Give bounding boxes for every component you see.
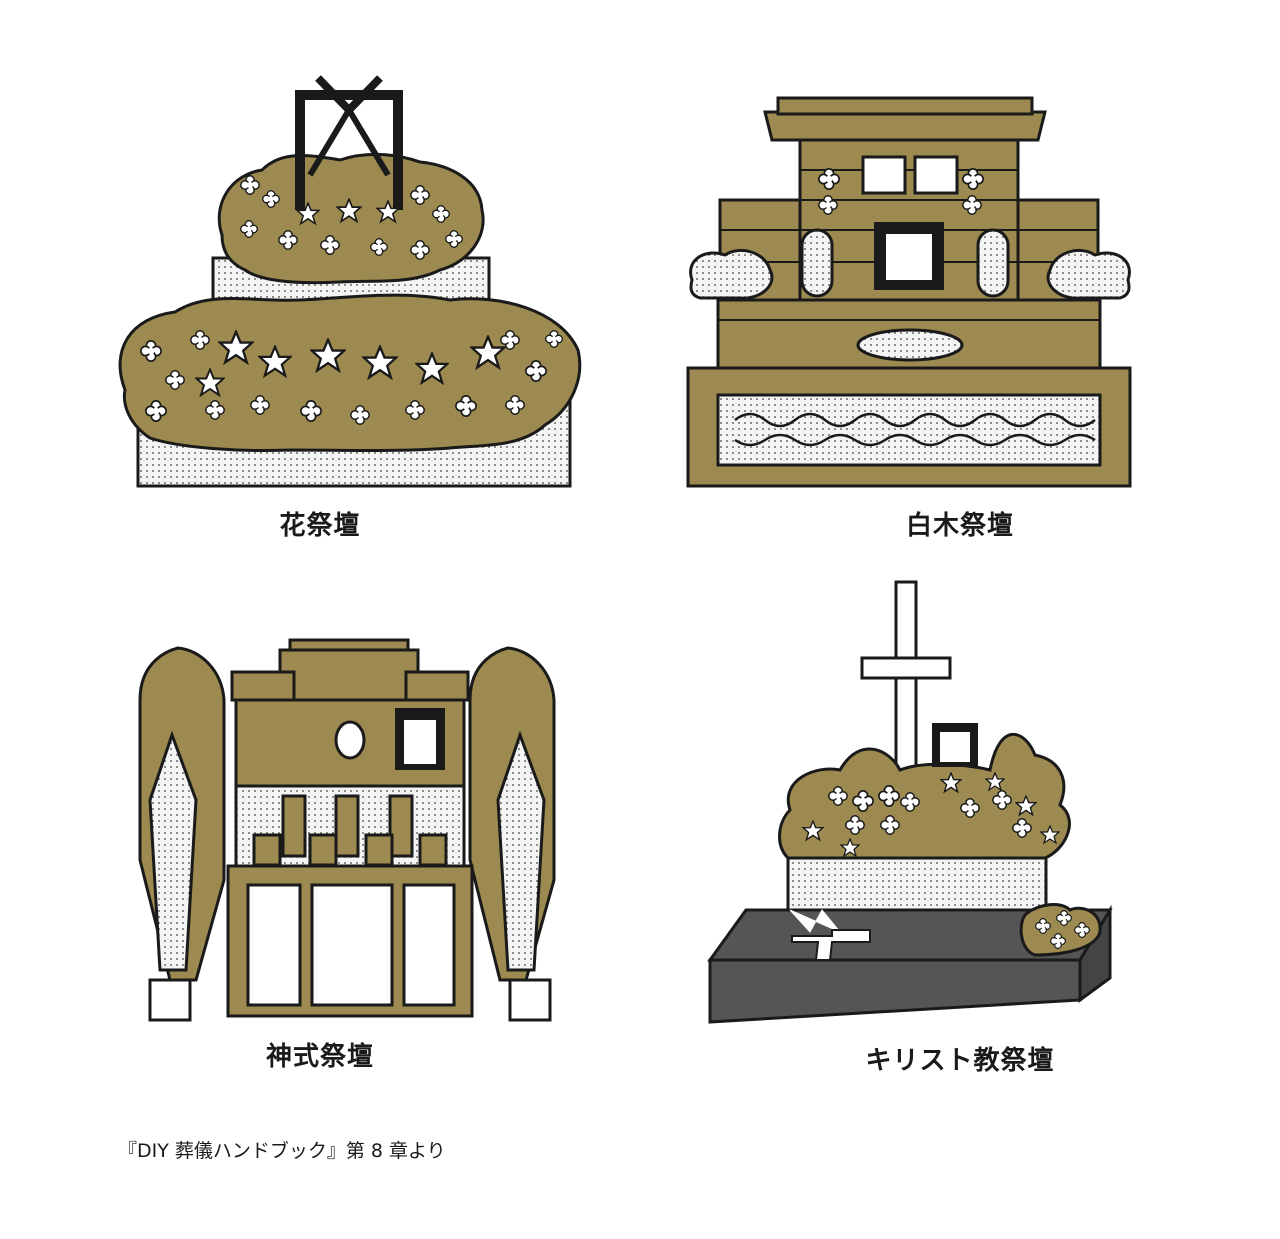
christian-altar-illustration — [707, 580, 1113, 1024]
black-ribbon-frame-icon — [295, 75, 403, 210]
flower-altar-illustration — [118, 75, 582, 488]
shinto-altar-panel: 神式祭壇 — [0, 560, 640, 1120]
plain-wood-altar-panel: 白木祭壇 — [640, 0, 1280, 560]
christian-altar-label: キリスト教祭壇 — [865, 1046, 1055, 1076]
flower-altar-label: 花祭壇 — [279, 511, 361, 541]
cross-icon — [860, 580, 952, 794]
shinto-altar-illustration — [138, 638, 556, 1022]
portrait-frame-icon — [932, 723, 978, 767]
plain-wood-altar-illustration — [686, 96, 1132, 488]
christian-altar-panel: キリスト教祭壇 — [640, 560, 1280, 1120]
source-caption: 『DIY 葬儀ハンドブック』第 8 章より — [118, 1140, 446, 1162]
portrait-frame-icon — [395, 708, 445, 770]
portrait-frame-icon — [874, 222, 944, 290]
plain-wood-altar-label: 白木祭壇 — [905, 511, 1014, 541]
flower-altar-panel: 花祭壇 — [0, 0, 640, 560]
lower-flower-mound — [118, 293, 582, 452]
shinto-altar-label: 神式祭壇 — [265, 1042, 374, 1072]
